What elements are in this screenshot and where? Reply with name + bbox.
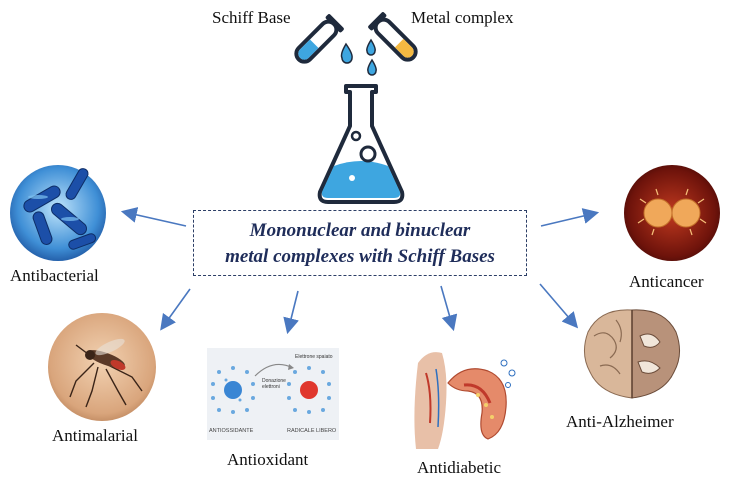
anti-alzheimer-label: Anti-Alzheimer [566,412,674,431]
antibacterial-label: Antibacterial [10,266,99,285]
flask-icon [317,84,405,204]
antimalarial-label: Antimalarial [52,426,138,445]
arrow-to-antimalarial [160,288,191,331]
anticancer-label: Anticancer [629,272,704,291]
arrow-to-antidiabetic [440,285,458,332]
bacteria-image [10,165,106,261]
blue-droplet-icon [366,38,376,56]
schiff-base-label: Schiff Base [212,8,291,27]
mosquito-image [48,313,156,421]
arrow-to-antioxidant [283,290,299,335]
center-line-1: Mononuclear and binuclear [249,220,471,241]
antidiabetic-label: Antidiabetic [417,458,502,477]
unpaired-electron-note: Elettrone spaiato [295,354,333,360]
brain-image [584,309,680,399]
test-tubes-illustration [294,12,418,76]
electron-donation-note: Donazione elettroni [262,378,286,390]
center-line-2: metal complexes with Schiff Bases [225,246,495,267]
antioxidant-label: Antioxidant [227,450,309,469]
arrow-to-anti-alzheimer [539,283,579,329]
metal-complex-label: Metal complex [411,8,514,27]
arrow-to-anticancer [540,208,600,227]
schiff-base-tube-icon [294,14,344,64]
blue-droplet-icon [340,42,353,64]
blue-droplet-icon [367,58,377,76]
antioxidant-caption: ANTIOSSIDANTE [209,428,254,434]
antioxidant-figure: Elettrone spaiato Donazione elettroni AN… [207,348,339,440]
arrow-to-antibacterial [120,207,187,227]
pancreas-anatomy-image [414,352,516,449]
free-radical-caption: RADICALE LIBERO [287,428,337,434]
central-concept-box: Mononuclear and binuclear metal complexe… [193,210,527,276]
metal-complex-tube-icon [368,12,418,62]
cancer-cells-image [624,165,720,261]
